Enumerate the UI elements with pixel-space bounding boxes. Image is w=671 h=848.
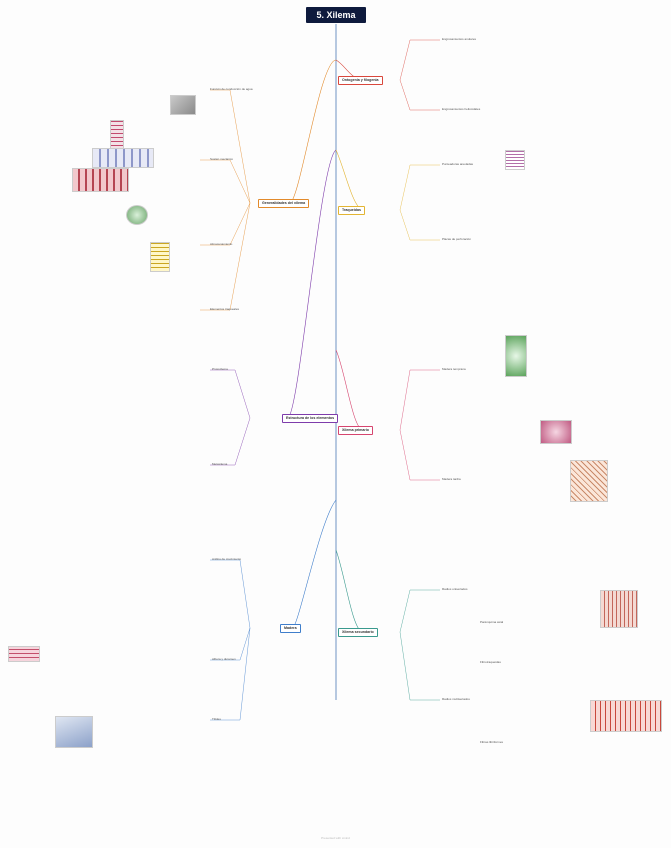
- vascular-bundle-image: [540, 420, 572, 444]
- map-title: 5. Xilema: [306, 7, 366, 23]
- sub-placas: Placas de perforación: [442, 237, 472, 241]
- tracheid-diagram: [150, 242, 170, 272]
- branch-madera[interactable]: Madera: [280, 624, 301, 633]
- longitudinal-wood-image: [590, 700, 662, 732]
- branch-traqueidas[interactable]: Traqueidas: [338, 206, 365, 215]
- footer-watermark: Presented with xmind: [321, 836, 350, 840]
- sub-tilides: Tílides: [212, 717, 221, 721]
- sub-funcion: Función de conducción de agua: [210, 87, 253, 91]
- sub-anillos: Anillos de crecimiento: [212, 557, 242, 561]
- branch-generalidades[interactable]: Generalidades del xilema: [258, 199, 310, 208]
- sub-punteaduras: Punteaduras areoladas: [442, 162, 474, 166]
- sub-fibrotraqueidas: Fibrotraqueidas: [480, 660, 501, 664]
- sub-anulares: Engrosamientos anulares: [442, 37, 477, 41]
- micrograph-image: [170, 95, 196, 115]
- wood-tissue-image: [8, 646, 40, 662]
- sub-metaxilema: Metaxilema: [212, 462, 228, 466]
- primary-xylem-image: [505, 335, 527, 377]
- sub-traqueales: Elementos traqueales: [210, 307, 240, 311]
- sub-helicoidales: Engrosamientos helicoidales: [442, 107, 481, 111]
- sub-parenquima-axial: Parénquima axial: [480, 620, 504, 624]
- block-diagram-image: [55, 716, 93, 748]
- wood-section-image: [570, 460, 608, 502]
- sub-uniseriados: Radios uniseriados: [442, 587, 468, 591]
- vessel-series-image: [92, 148, 154, 168]
- branch-ontogenia[interactable]: Ontogenia y filogenia: [338, 76, 383, 85]
- sub-multiseriados: Radios multiseriados: [442, 697, 470, 701]
- branch-estructura[interactable]: Estructura de los elementos: [282, 414, 339, 423]
- sub-albura: Albura y duramen: [212, 657, 236, 661]
- stem-cross-section-image: [126, 205, 148, 225]
- tissue-section-image: [72, 168, 129, 192]
- sub-fibras-libriformes: Fibras libriformes: [480, 740, 504, 744]
- ray-section-image: [600, 590, 638, 628]
- sub-protoxilema: Protoxilema: [212, 367, 228, 371]
- sub-tardia: Madera tardía: [442, 477, 461, 481]
- sub-sosten: Sostén mecánico: [210, 157, 234, 161]
- pitting-diagram: [505, 150, 525, 170]
- branch-xilema-secundario[interactable]: Xilema secundario: [338, 628, 378, 637]
- branch-xilema-primario[interactable]: Xilema primario: [338, 426, 373, 435]
- sub-temprana: Madera temprana: [442, 367, 466, 371]
- sub-almacen: Almacenamiento: [210, 242, 233, 246]
